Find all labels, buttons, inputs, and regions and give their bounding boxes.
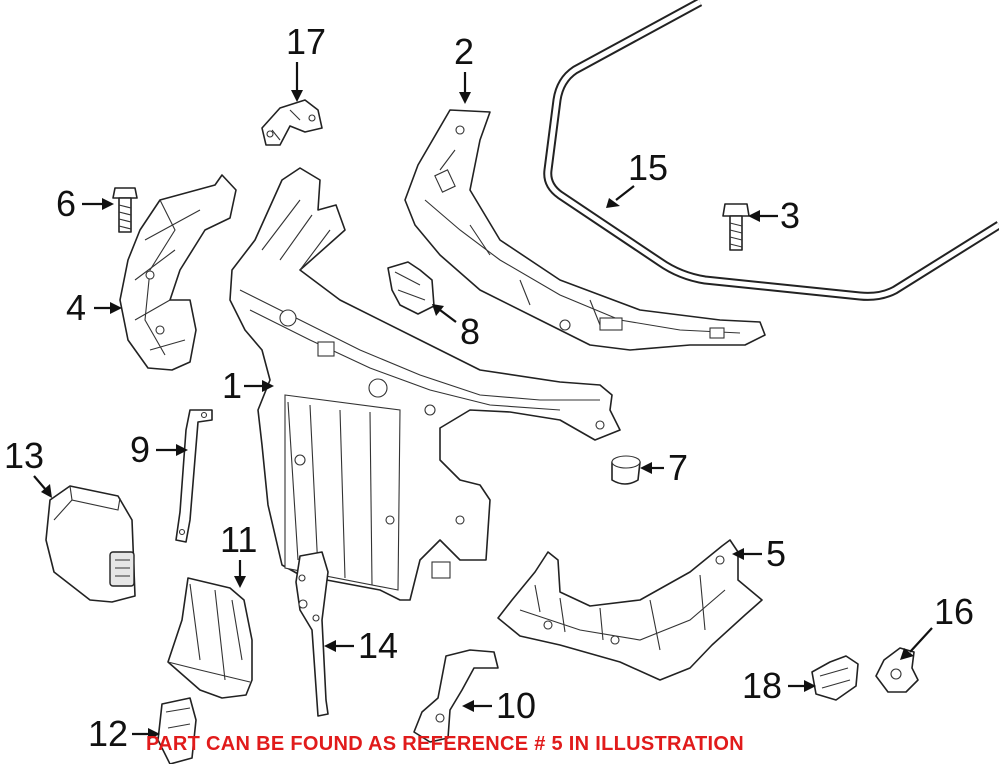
callout-18: 18 xyxy=(742,665,783,706)
bracket-part-16 xyxy=(875,647,919,693)
callout-17: 17 xyxy=(286,21,327,62)
bracket-part-12 xyxy=(157,697,197,764)
callout-10: 10 xyxy=(496,685,537,726)
callout-11: 11 xyxy=(220,519,258,560)
upper-tie-bar-part-2 xyxy=(404,109,766,351)
seal-part-15 xyxy=(543,0,999,301)
bolt-part-3 xyxy=(722,203,750,251)
callout-7: 7 xyxy=(668,447,689,488)
callout-15: 15 xyxy=(628,147,669,188)
callout-13: 13 xyxy=(4,435,45,476)
lower-bracket-part-10 xyxy=(413,649,499,743)
side-bracket-part-4 xyxy=(119,174,237,371)
nut-part-7 xyxy=(611,455,641,485)
callout-6: 6 xyxy=(56,183,77,224)
strap-part-9 xyxy=(175,409,213,543)
callout-14: 14 xyxy=(358,625,399,666)
callout-8: 8 xyxy=(460,311,481,352)
lower-bracket-part-5 xyxy=(497,539,763,681)
radiator-support-part-1 xyxy=(229,167,621,601)
clip-part-18 xyxy=(811,655,859,701)
reference-note: PART CAN BE FOUND AS REFERENCE # 5 IN IL… xyxy=(146,733,744,755)
callout-16: 16 xyxy=(934,591,975,632)
callout-3: 3 xyxy=(780,195,801,236)
clip-part-8 xyxy=(387,261,435,315)
air-guide-part-11 xyxy=(167,577,253,699)
leader-arrows xyxy=(33,62,933,740)
callout-1: 1 xyxy=(222,365,243,406)
callout-5: 5 xyxy=(766,533,787,574)
callout-4: 4 xyxy=(66,287,87,328)
center-brace-part-14 xyxy=(295,551,329,717)
callout-12: 12 xyxy=(88,713,129,754)
callout-9: 9 xyxy=(130,429,151,470)
latch-bracket-part-17 xyxy=(261,99,323,146)
bolt-part-6 xyxy=(112,187,138,233)
callout-2: 2 xyxy=(454,31,475,72)
module-part-13 xyxy=(45,485,136,603)
